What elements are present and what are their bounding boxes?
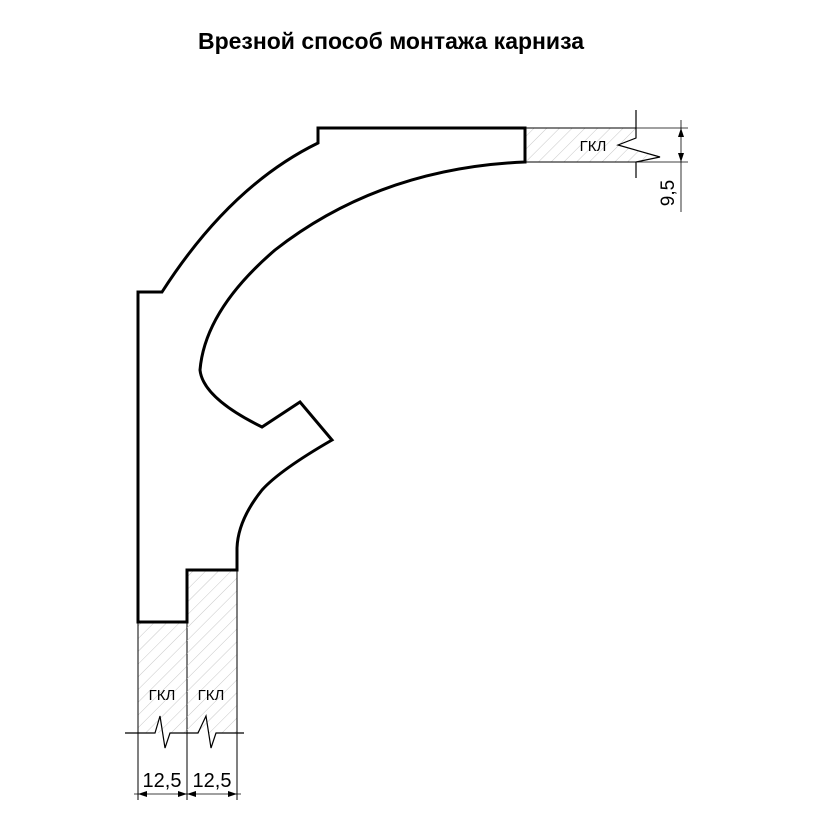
wall-layer-1-value: 12,5 [143,770,182,792]
ceiling-thickness-value: 9,5 [658,180,679,206]
diagram-title: Врезной способ монтажа карниза [197,28,584,54]
ceiling-thickness-dimension [636,120,688,212]
ceiling-drywall-sheet [525,110,661,178]
wall-drywall-sheet-2 [187,570,238,800]
break-line-wall [125,713,244,749]
gkl-ceiling-label: ГКЛ [580,138,607,155]
gkl-wall-label-1: ГКЛ [149,687,176,704]
cornice-profile [136,126,527,624]
wall-layers-dimension [134,791,241,797]
break-line-ceiling [616,110,661,178]
wall-layer-2-value: 12,5 [193,770,232,792]
wall-drywall-sheet-1 [137,570,188,800]
gkl-wall-label-2: ГКЛ [198,687,225,704]
